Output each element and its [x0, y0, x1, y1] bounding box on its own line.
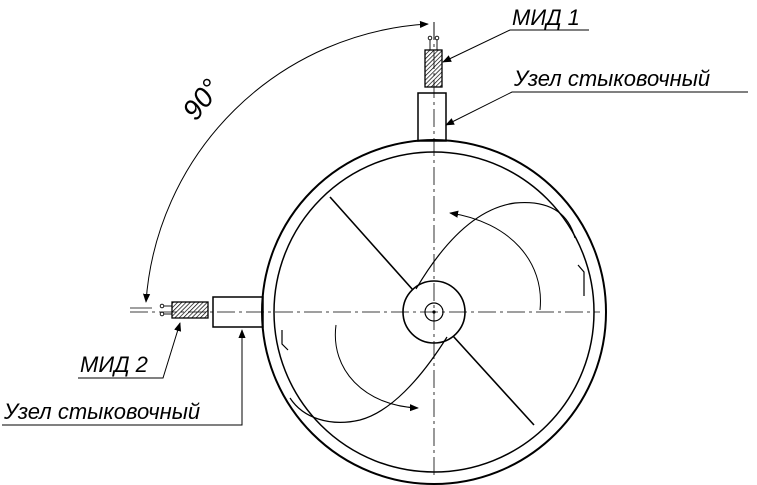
center-lines	[130, 22, 600, 475]
sensor-mid1	[424, 35, 443, 88]
sensor-mid2	[159, 301, 209, 319]
docking-unit-top	[417, 92, 447, 142]
stirrer-hub	[402, 280, 466, 344]
hatched-rectangle-icon	[424, 49, 443, 88]
stirrer-blades	[329, 196, 535, 426]
label-mid1: МИД 1	[512, 5, 580, 30]
wall-baffles	[281, 264, 585, 351]
label-angle: 90°	[176, 73, 226, 125]
leader-lines	[2, 29, 748, 426]
curved-arrow-icon	[334, 324, 419, 412]
label-mid2: МИД 2	[80, 352, 148, 377]
vessel-inner-circle	[273, 151, 595, 473]
flow-curves	[289, 201, 576, 423]
rotation-arrows	[334, 210, 541, 412]
angle-dimension	[130, 20, 435, 309]
hatched-rectangle-icon	[171, 301, 209, 319]
label-docking-unit-top: Узел стыковочный	[513, 66, 710, 91]
vessel-body	[261, 139, 607, 485]
vessel-outer-circle	[261, 139, 607, 485]
curved-arrow-icon	[449, 210, 541, 311]
label-docking-unit-left: Узел стыковочный	[3, 399, 200, 424]
